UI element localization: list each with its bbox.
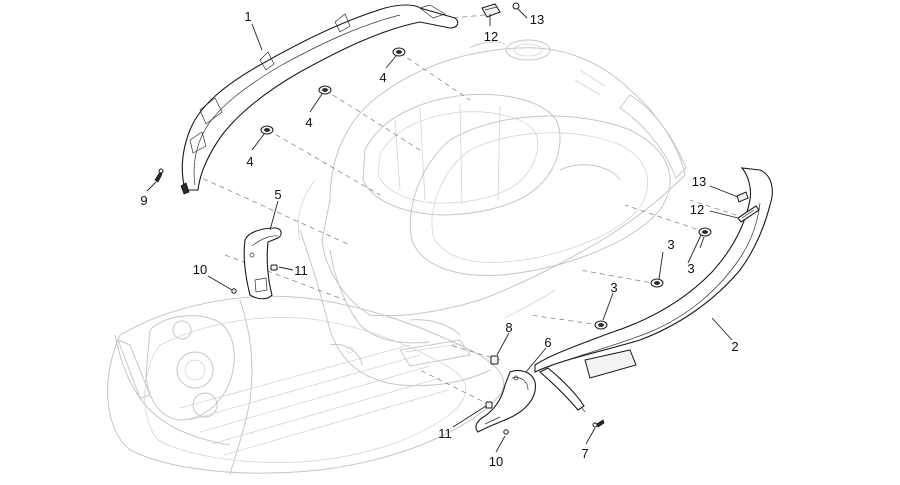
callout-7: 7 bbox=[581, 446, 588, 461]
part-10-screw-left bbox=[231, 288, 237, 294]
callout-6: 6 bbox=[544, 335, 551, 350]
part-1-rear-rail bbox=[180, 4, 459, 195]
part-3-grommets bbox=[594, 227, 712, 330]
callout-11: 11 bbox=[438, 426, 452, 441]
part-11-nut-right bbox=[485, 401, 493, 409]
callout-4: 4 bbox=[246, 154, 253, 169]
callout-4: 4 bbox=[305, 115, 312, 130]
callout-10: 10 bbox=[489, 454, 503, 469]
part-11-nut-left bbox=[270, 264, 278, 271]
callout-1: 1 bbox=[244, 9, 251, 24]
callout-3: 3 bbox=[687, 261, 694, 276]
callout-10: 10 bbox=[193, 262, 207, 277]
callout-labels: 1 12 13 4 4 4 9 5 10 11 13 12 3 3 3 2 8 … bbox=[140, 9, 738, 469]
callout-11: 11 bbox=[294, 263, 308, 278]
part-4-grommets bbox=[260, 47, 406, 135]
part-7-screw bbox=[592, 419, 605, 428]
scooter-body-ghost bbox=[107, 39, 687, 476]
callout-3: 3 bbox=[667, 237, 674, 252]
leader-lines bbox=[146, 8, 739, 453]
part-12-clip-right bbox=[737, 205, 760, 223]
callout-12: 12 bbox=[690, 202, 704, 217]
part-2-side-rail bbox=[534, 167, 773, 413]
part-10-screw-right bbox=[503, 429, 509, 435]
part-12-clip-top bbox=[481, 3, 501, 18]
part-6-lower-bracket bbox=[475, 369, 536, 433]
part-9-screw bbox=[154, 168, 164, 183]
callout-13: 13 bbox=[530, 12, 544, 27]
callout-3: 3 bbox=[610, 280, 617, 295]
callout-13: 13 bbox=[692, 174, 706, 189]
callout-9: 9 bbox=[140, 193, 147, 208]
callout-8: 8 bbox=[505, 320, 512, 335]
callout-2: 2 bbox=[731, 339, 738, 354]
callout-5: 5 bbox=[274, 187, 281, 202]
callout-4: 4 bbox=[379, 70, 386, 85]
part-13-nut-top bbox=[512, 2, 520, 10]
part-13-nut-right bbox=[736, 191, 749, 203]
part-8-clip bbox=[490, 355, 499, 365]
callout-12: 12 bbox=[484, 29, 498, 44]
part-5-bracket bbox=[243, 227, 282, 300]
